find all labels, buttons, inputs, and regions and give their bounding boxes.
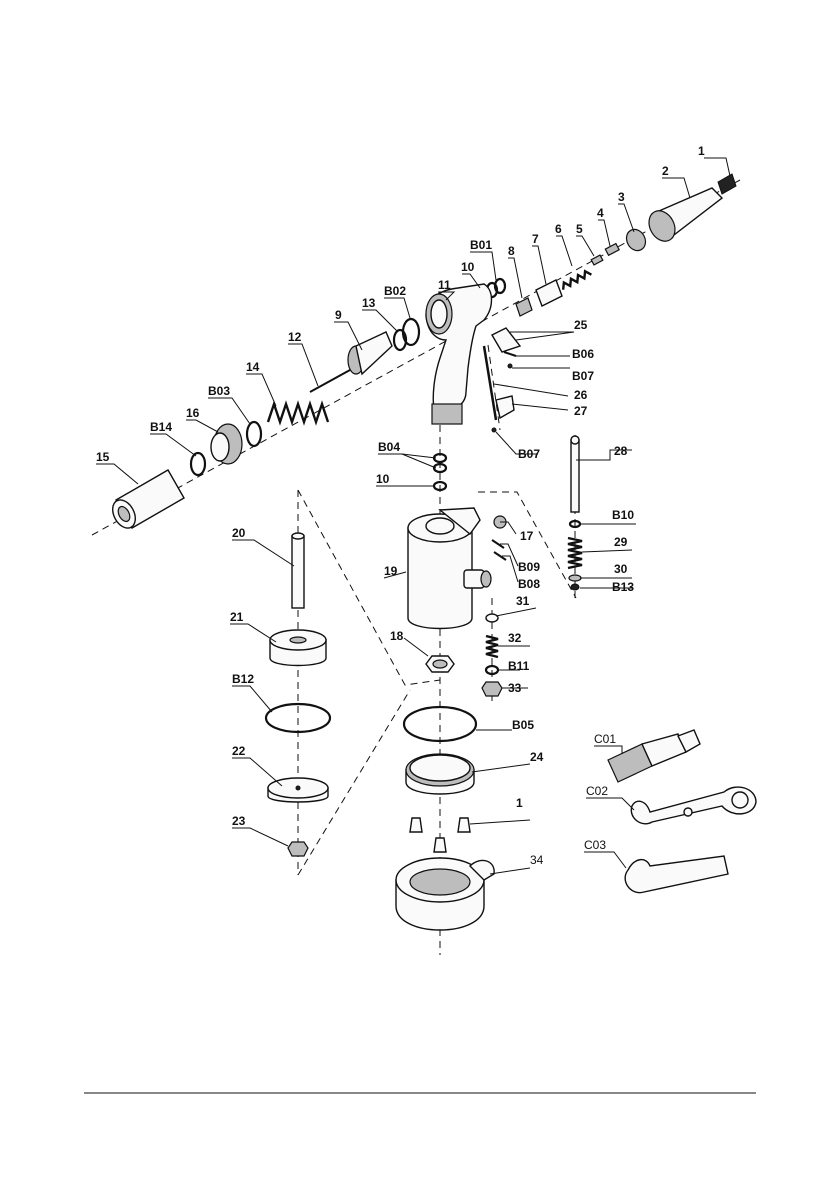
label-b05: B05 (512, 718, 534, 732)
label-b03: B03 (208, 384, 230, 398)
part-b14-oring (191, 453, 205, 475)
label-9: 9 (335, 308, 342, 322)
label-12: 12 (288, 330, 302, 344)
label-27: 27 (574, 404, 588, 418)
label-23: 23 (232, 814, 246, 828)
part-b13-seal (571, 584, 579, 590)
label-22: 22 (232, 744, 246, 758)
part-31-cap (486, 614, 498, 622)
part-8-nut (516, 298, 532, 316)
label-b12: B12 (232, 672, 254, 686)
part-b06-pin (504, 352, 516, 356)
part-29-spring (568, 538, 582, 568)
part-23-nut (288, 842, 308, 856)
label-4: 4 (597, 206, 604, 220)
part-1-nose-tip (718, 174, 736, 194)
label-3: 3 (618, 190, 625, 204)
label-1: 1 (698, 144, 705, 158)
label-32: 32 (508, 631, 522, 645)
part-27-lever (496, 396, 514, 418)
part-34-base (396, 858, 494, 930)
part-28-valve-stem (571, 436, 579, 512)
label-13: 13 (362, 296, 376, 310)
part-21-piston (270, 630, 326, 666)
label-c03: C03 (584, 838, 606, 852)
part-30-washer (569, 575, 581, 581)
label-b08: B08 (518, 577, 540, 591)
label-6: 6 (555, 222, 562, 236)
label-26: 26 (574, 388, 588, 402)
part-7-connector (536, 280, 562, 306)
label-17: 17 (520, 529, 534, 543)
part-6-spring (560, 269, 591, 289)
label-b07-lower: B07 (518, 447, 540, 461)
label-34: 34 (530, 853, 544, 867)
label-b09: B09 (518, 560, 540, 574)
label-25: 25 (574, 318, 588, 332)
label-5: 5 (576, 222, 583, 236)
part-c03-wrench (625, 856, 728, 893)
label-20: 20 (232, 526, 246, 540)
label-b04: B04 (378, 440, 400, 454)
label-18: 18 (390, 629, 404, 643)
part-c02-wrench (631, 787, 756, 824)
part-18-locknut (426, 656, 454, 672)
part-b05-oring (404, 707, 476, 741)
label-30: 30 (614, 562, 628, 576)
part-9-piston-rod (348, 332, 392, 374)
label-10-upper: 10 (461, 260, 475, 274)
part-20-piston-rod (292, 533, 304, 608)
label-b02: B02 (384, 284, 406, 298)
label-b10: B10 (612, 508, 634, 522)
label-1-lower: 1 (516, 796, 523, 810)
part-16-piston (211, 424, 242, 464)
label-24: 24 (530, 750, 544, 764)
label-b11: B11 (508, 659, 530, 673)
part-b07-pin-upper (508, 364, 512, 368)
label-c02: C02 (586, 784, 608, 798)
part-b04-orings (434, 454, 446, 472)
part-c01-air-coupler (608, 730, 700, 782)
label-29: 29 (614, 535, 628, 549)
label-19: 19 (384, 564, 398, 578)
label-21: 21 (230, 610, 244, 624)
label-31: 31 (516, 594, 530, 608)
label-b01: B01 (470, 238, 492, 252)
label-c01: C01 (594, 732, 616, 746)
label-11: 11 (438, 278, 451, 292)
part-3-jaw-case (623, 226, 649, 254)
label-2: 2 (662, 164, 669, 178)
label-b07-upper: B07 (572, 369, 594, 383)
part-14-spring (268, 404, 328, 422)
part-24-cover (406, 754, 474, 794)
label-8: 8 (508, 244, 515, 258)
label-b06: B06 (572, 347, 594, 361)
label-15: 15 (96, 450, 110, 464)
label-10-lower: 10 (376, 472, 390, 486)
part-11-gun-body (426, 284, 492, 424)
label-28: 28 (614, 444, 628, 458)
part-2-nose-housing (644, 188, 722, 246)
label-33: 33 (508, 681, 522, 695)
label-b13: B13 (612, 580, 634, 594)
part-33-valve-nut (482, 682, 502, 696)
label-7: 7 (532, 232, 539, 246)
part-b07-pin-lower (492, 428, 496, 432)
part-4-jaw (605, 244, 619, 256)
label-14: 14 (246, 360, 260, 374)
label-b14: B14 (150, 420, 172, 434)
label-16: 16 (186, 406, 200, 420)
part-b03-oring (247, 422, 261, 446)
part-15-cylinder-sleeve (108, 470, 184, 532)
part-19-cylinder-housing (408, 508, 491, 629)
part-5-pusher (591, 255, 603, 265)
